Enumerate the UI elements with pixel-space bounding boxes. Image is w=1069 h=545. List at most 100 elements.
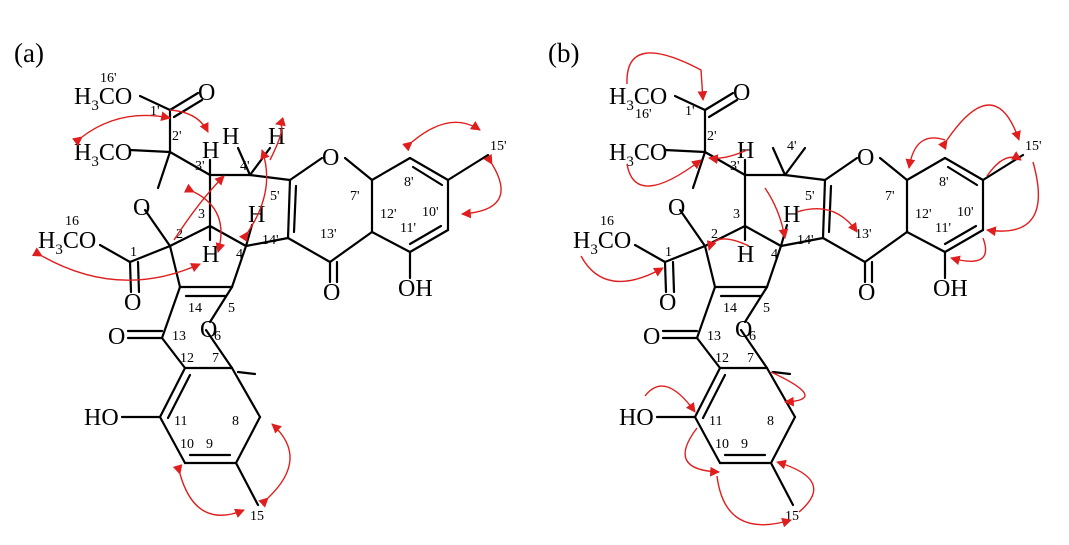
arrow-b-6 xyxy=(764,187,789,239)
label-9-a: 9 xyxy=(206,437,213,452)
label-6-a: 6 xyxy=(214,329,221,344)
carbonyl-o-1prime-a: O xyxy=(198,80,215,106)
label-7prime-b: 7' xyxy=(885,189,895,204)
label-12prime-a: 12' xyxy=(380,207,397,222)
arrow-b-7 xyxy=(796,208,858,233)
label-1-a: 1 xyxy=(130,245,137,260)
label-16-a: 16 xyxy=(65,214,79,229)
label-7-b: 7 xyxy=(747,351,754,366)
label-1-b: 1 xyxy=(665,245,672,260)
label-6-b: 6 xyxy=(749,329,756,344)
arrow-b-14 xyxy=(644,385,696,413)
label-13-a: 13 xyxy=(172,329,186,344)
methoxy-16prime-b: H3CO xyxy=(609,84,667,114)
label-15prime-b: 15' xyxy=(1025,139,1042,154)
label-2-a: 2 xyxy=(176,227,183,242)
label-4-b: 4 xyxy=(771,247,778,262)
h-4-b: H xyxy=(783,202,800,228)
label-13prime-a: 13' xyxy=(320,227,337,242)
label-10-b: 10 xyxy=(715,437,729,452)
label-12prime-b: 12' xyxy=(915,207,932,222)
label-13-b: 13 xyxy=(707,329,721,344)
label-11prime-a: 11' xyxy=(400,221,416,236)
label-1prime-b: 1' xyxy=(685,104,695,119)
ketone-o-13-b: O xyxy=(643,324,660,350)
label-5prime-b: 5' xyxy=(805,189,815,204)
label-12-a: 12 xyxy=(180,351,194,366)
arrow-a-5 xyxy=(183,183,226,253)
label-14prime-b: 14' xyxy=(797,233,814,248)
panel-a: (a) H3CO O H3CO O H3CO O O O HO O O OH H… xyxy=(14,38,507,524)
label-4prime-a: 4' xyxy=(240,159,250,174)
label-4-a: 4 xyxy=(236,247,243,262)
label-8-b: 8 xyxy=(767,414,774,429)
label-11prime-b: 11' xyxy=(935,221,951,236)
label-7prime-a: 7' xyxy=(350,189,360,204)
methoxy-16-b: H3CO xyxy=(573,228,631,258)
correlation-arrows-b xyxy=(580,52,1040,528)
label-12-b: 12 xyxy=(715,351,729,366)
arrow-b-1 xyxy=(626,52,708,101)
label-16prime-b: 16' xyxy=(635,107,652,122)
label-5-b: 5 xyxy=(763,301,770,316)
h-3prime-a: H xyxy=(202,138,219,164)
ring-o-6-a: O xyxy=(200,317,217,343)
ester-o-1-b: O xyxy=(659,290,676,316)
label-3prime-b: 3' xyxy=(730,159,740,174)
ring-o-b: O xyxy=(668,195,685,221)
arrow-b-13 xyxy=(770,371,806,407)
methoxy-16prime-a: H3CO xyxy=(74,84,132,114)
ester-o-1-a: O xyxy=(124,290,141,316)
methoxy-16-a: H3CO xyxy=(38,228,96,258)
label-3-b: 3 xyxy=(733,207,740,222)
hydroxy-11prime-b: OH xyxy=(933,276,968,302)
panel-label-b: (b) xyxy=(548,38,579,68)
ring-o-a: O xyxy=(133,195,150,221)
label-2prime-b: 2' xyxy=(707,129,717,144)
label-14-a: 14 xyxy=(188,301,202,316)
hydroxy-11prime-a: OH xyxy=(398,276,433,302)
arrow-b-10 xyxy=(986,151,1022,177)
label-11-b: 11 xyxy=(709,414,722,429)
label-3-a: 3 xyxy=(198,207,205,222)
label-13prime-b: 13' xyxy=(855,227,872,242)
panel-label-a: (a) xyxy=(14,38,44,68)
label-16prime-a: 16' xyxy=(100,71,117,86)
correlation-arrows-a xyxy=(31,109,502,518)
label-9-b: 9 xyxy=(741,437,748,452)
methoxy-2prime-a: H3CO xyxy=(74,140,132,170)
ring-o-upper-b: O xyxy=(857,145,874,171)
label-8-a: 8 xyxy=(232,414,239,429)
hydroxy-11-b: HO xyxy=(619,405,654,431)
arrow-a-9 xyxy=(461,153,502,219)
label-14-b: 14 xyxy=(723,301,737,316)
arrow-b-16 xyxy=(716,475,792,528)
label-5-a: 5 xyxy=(228,301,235,316)
panel-b: (b) H3CO O H3CO O H3CO O O O HO O O OH H… xyxy=(548,38,1042,528)
label-4prime-b: 4' xyxy=(787,139,797,154)
arrow-a-8 xyxy=(402,121,481,152)
arrow-a-3 xyxy=(31,247,201,281)
arrow-b-15 xyxy=(684,427,720,477)
arrow-a-2 xyxy=(169,109,209,133)
label-8prime-b: 8' xyxy=(939,175,949,190)
label-11-a: 11 xyxy=(174,414,187,429)
ring-o-upper-a: O xyxy=(322,145,339,171)
arrow-a-6 xyxy=(239,149,270,243)
label-7-a: 7 xyxy=(212,351,219,366)
arrow-b-4 xyxy=(708,149,748,164)
arrow-b-11 xyxy=(986,161,1040,237)
methoxy-2prime-b: H3CO xyxy=(609,140,667,170)
arrow-a-10 xyxy=(172,464,245,518)
label-10-a: 10 xyxy=(180,437,194,452)
label-5prime-a: 5' xyxy=(270,189,280,204)
arrow-a-1 xyxy=(72,111,171,147)
label-15prime-a: 15' xyxy=(490,139,507,154)
label-2prime-a: 2' xyxy=(172,129,182,144)
h-3-b: H xyxy=(737,242,754,268)
label-10prime-a: 10' xyxy=(422,205,439,220)
label-14prime-a: 14' xyxy=(262,233,279,248)
arrow-b-2 xyxy=(626,159,702,187)
